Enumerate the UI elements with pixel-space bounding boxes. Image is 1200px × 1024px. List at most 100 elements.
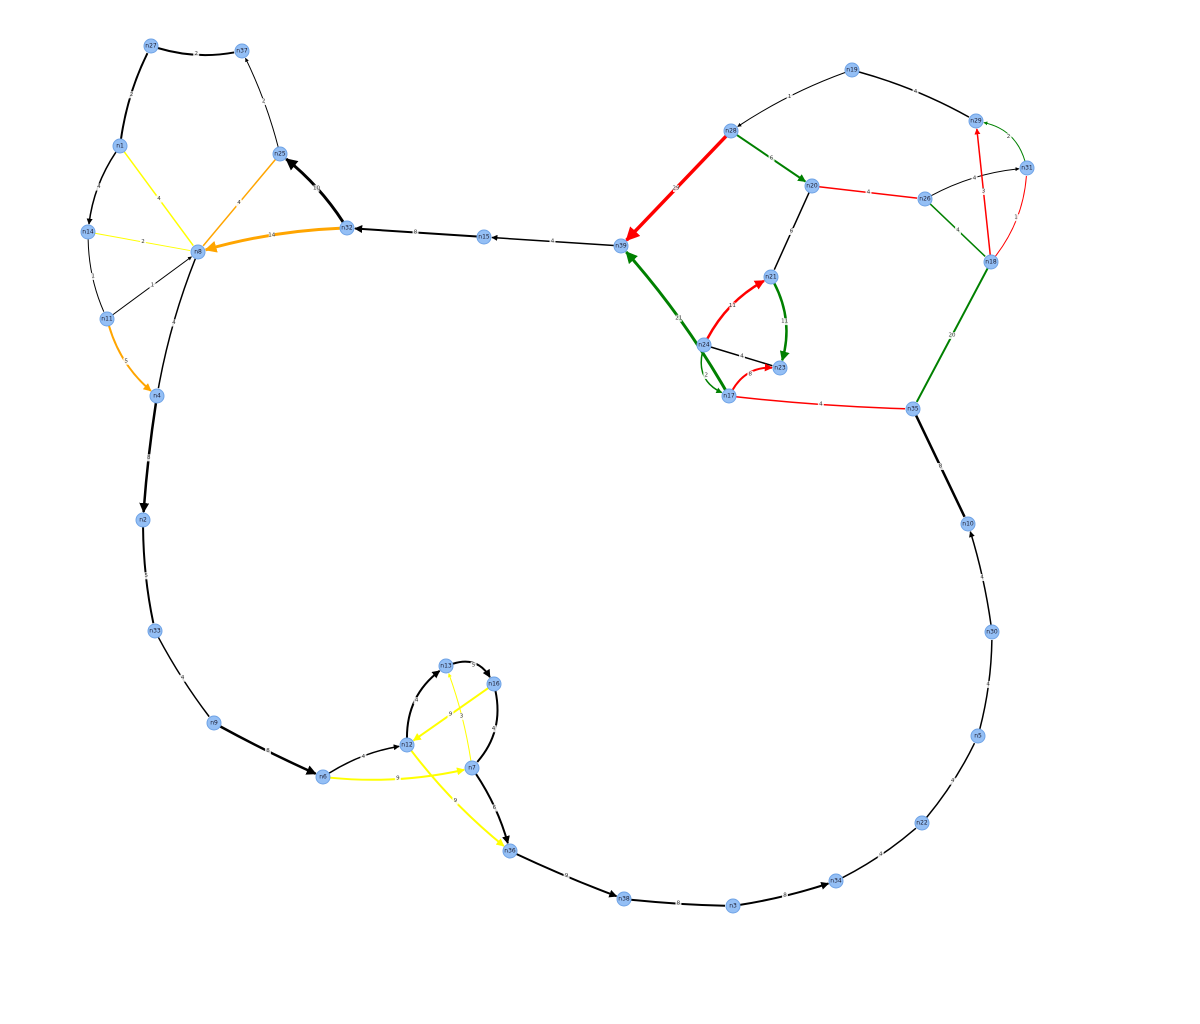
edge-weight-label: 4: [97, 184, 101, 190]
node-n36[interactable]: n36: [502, 843, 518, 859]
node-circle[interactable]: [696, 337, 712, 353]
node-circle[interactable]: [613, 238, 629, 254]
edge-n18-n31: [994, 175, 1027, 257]
node-n28[interactable]: n28: [723, 123, 739, 139]
node-label: n35: [907, 406, 919, 413]
node-n29[interactable]: n29: [968, 113, 984, 129]
node-label: n33: [149, 628, 161, 635]
node-circle[interactable]: [844, 62, 860, 78]
edge-label-bg: [143, 572, 150, 580]
node-circle[interactable]: [272, 146, 288, 162]
node-n32[interactable]: n32: [339, 220, 355, 236]
node-circle[interactable]: [143, 38, 159, 54]
node-circle[interactable]: [616, 891, 632, 907]
node-circle[interactable]: [99, 311, 115, 327]
node-circle[interactable]: [723, 123, 739, 139]
node-label: n1: [116, 143, 124, 150]
node-n2[interactable]: n2: [135, 512, 151, 528]
node-n23[interactable]: n23: [772, 360, 788, 376]
edge-weight-label: 4: [492, 726, 496, 732]
node-n17[interactable]: n17: [721, 388, 737, 404]
node-circle[interactable]: [984, 624, 1000, 640]
node-n15[interactable]: n15: [476, 229, 492, 245]
node-circle[interactable]: [234, 43, 250, 59]
edge-label-bg: [788, 228, 795, 235]
node-n34[interactable]: n34: [828, 873, 844, 889]
node-circle[interactable]: [147, 623, 163, 639]
node-n25[interactable]: n25: [272, 146, 288, 162]
node-label: n9: [210, 720, 218, 727]
node-label: n3: [729, 903, 737, 910]
node-n19[interactable]: n19: [844, 62, 860, 78]
node-n20[interactable]: n20: [804, 178, 820, 194]
node-n37[interactable]: n37: [234, 43, 250, 59]
node-n7[interactable]: n7: [464, 760, 480, 776]
node-circle[interactable]: [464, 760, 480, 776]
node-n13[interactable]: n13: [438, 658, 454, 674]
edge-label-bg: [985, 680, 992, 688]
node-circle[interactable]: [135, 512, 151, 528]
node-circle[interactable]: [476, 229, 492, 245]
node-circle[interactable]: [772, 360, 788, 376]
node-n12[interactable]: n12: [399, 737, 415, 753]
node-circle[interactable]: [112, 138, 128, 154]
node-n22[interactable]: n22: [914, 815, 930, 831]
node-n31[interactable]: n31: [1019, 160, 1035, 176]
node-n11[interactable]: n11: [99, 311, 115, 327]
node-n8[interactable]: n8: [190, 244, 206, 260]
node-circle[interactable]: [763, 269, 779, 285]
edge-label-bg: [149, 282, 156, 289]
node-circle[interactable]: [149, 388, 165, 404]
node-circle[interactable]: [315, 769, 331, 785]
node-circle[interactable]: [725, 898, 741, 914]
node-circle[interactable]: [1019, 160, 1035, 176]
node-circle[interactable]: [80, 224, 96, 240]
node-label: n23: [774, 365, 786, 372]
node-circle[interactable]: [486, 676, 502, 692]
node-n27[interactable]: n27: [143, 38, 159, 54]
node-circle[interactable]: [721, 388, 737, 404]
node-n35[interactable]: n35: [905, 401, 921, 417]
node-circle[interactable]: [917, 191, 933, 207]
node-circle[interactable]: [968, 113, 984, 129]
node-circle[interactable]: [502, 843, 518, 859]
edge-weight-label: 9: [565, 873, 569, 879]
node-circle[interactable]: [399, 737, 415, 753]
node-circle[interactable]: [804, 178, 820, 194]
node-label: n31: [1021, 165, 1033, 172]
edge-weight-label: 4: [172, 320, 176, 326]
node-n30[interactable]: n30: [984, 624, 1000, 640]
node-circle[interactable]: [983, 254, 999, 270]
node-circle[interactable]: [914, 815, 930, 831]
node-circle[interactable]: [960, 516, 976, 532]
edge-weight-label: 4: [980, 575, 984, 581]
node-n14[interactable]: n14: [80, 224, 96, 240]
node-n26[interactable]: n26: [917, 191, 933, 207]
edge-weight-label: 4: [867, 190, 871, 196]
node-circle[interactable]: [970, 728, 986, 744]
node-n39[interactable]: n39: [613, 238, 629, 254]
node-n4[interactable]: n4: [149, 388, 165, 404]
edge-label-bg: [937, 463, 944, 470]
node-circle[interactable]: [905, 401, 921, 417]
node-n10[interactable]: n10: [960, 516, 976, 532]
node-circle[interactable]: [828, 873, 844, 889]
edge-label-bg: [491, 804, 498, 812]
node-n38[interactable]: n38: [616, 891, 632, 907]
node-circle[interactable]: [190, 244, 206, 260]
node-n6[interactable]: n6: [315, 769, 331, 785]
node-circle[interactable]: [438, 658, 454, 674]
node-n1[interactable]: n1: [112, 138, 128, 154]
node-n5[interactable]: n5: [970, 728, 986, 744]
node-n33[interactable]: n33: [147, 623, 163, 639]
node-n3[interactable]: n3: [725, 898, 741, 914]
node-n9[interactable]: n9: [206, 715, 222, 731]
node-n16[interactable]: n16: [486, 676, 502, 692]
node-circle[interactable]: [339, 220, 355, 236]
edge-label-bg: [673, 185, 679, 192]
edge-weight-label: 21: [675, 315, 682, 321]
node-n18[interactable]: n18: [983, 254, 999, 270]
node-circle[interactable]: [206, 715, 222, 731]
node-n21[interactable]: n21: [763, 269, 779, 285]
node-n24[interactable]: n24: [696, 337, 712, 353]
